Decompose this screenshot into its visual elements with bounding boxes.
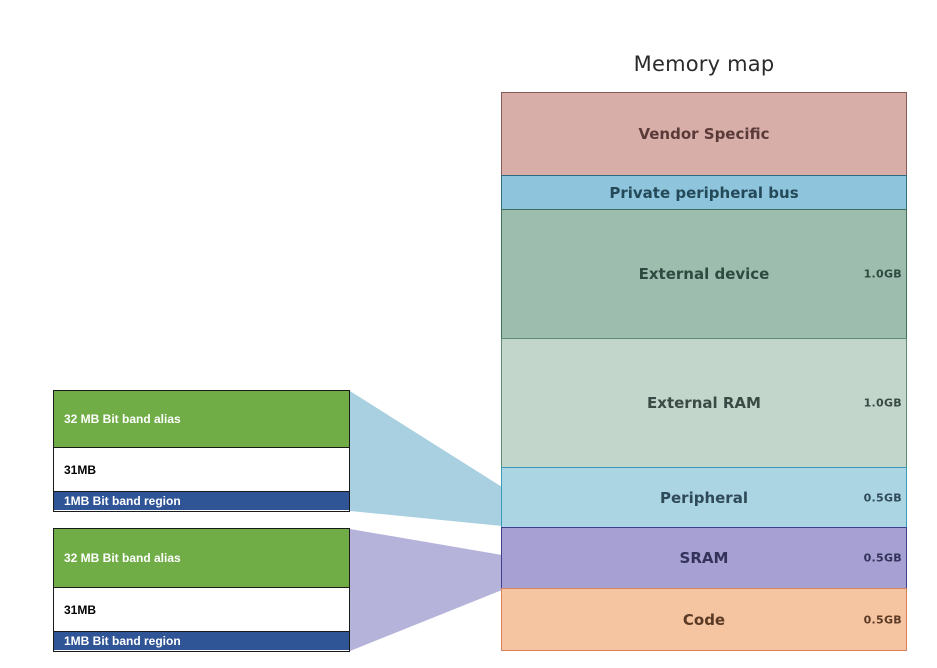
bitband-region: 1MB Bit band region	[54, 632, 349, 650]
bitband-unused: 31MB	[54, 448, 349, 492]
region-peripheral: Peripheral 0.5GB	[501, 467, 907, 528]
region-vendor-specific: Vendor Specific	[501, 92, 907, 176]
region-code: Code 0.5GB	[501, 588, 907, 651]
region-size: 0.5GB	[863, 491, 902, 504]
region-size: 0.5GB	[863, 613, 902, 626]
bitband-unused: 31MB	[54, 588, 349, 632]
bitband-alias: 32 MB Bit band alias	[54, 529, 349, 588]
peripheral-bitband-connector	[350, 391, 502, 526]
peripheral-bitband-box: 32 MB Bit band alias 31MB 1MB Bit band r…	[53, 390, 350, 512]
region-size: 0.5GB	[863, 551, 902, 565]
region-name: External RAM	[647, 394, 761, 412]
region-name: Vendor Specific	[638, 125, 770, 143]
region-external-ram: External RAM 1.0GB	[501, 338, 907, 468]
region-size: 1.0GB	[863, 267, 902, 281]
region-sram: SRAM 0.5GB	[501, 527, 907, 589]
bitband-region: 1MB Bit band region	[54, 492, 349, 510]
region-size: 1.0GB	[863, 396, 902, 410]
region-name: Private peripheral bus	[609, 183, 799, 202]
region-name: SRAM	[679, 549, 729, 567]
bitband-alias: 32 MB Bit band alias	[54, 391, 349, 448]
sram-bitband-connector	[350, 529, 502, 651]
region-private-peripheral-bus: Private peripheral bus	[501, 175, 907, 210]
region-name: Code	[682, 610, 726, 629]
region-name: External device	[638, 265, 770, 283]
sram-bitband-box: 32 MB Bit band alias 31MB 1MB Bit band r…	[53, 528, 350, 652]
region-name: Peripheral	[660, 488, 748, 507]
region-external-device: External device 1.0GB	[501, 209, 907, 339]
memory-map-title: Memory map	[633, 52, 775, 76]
